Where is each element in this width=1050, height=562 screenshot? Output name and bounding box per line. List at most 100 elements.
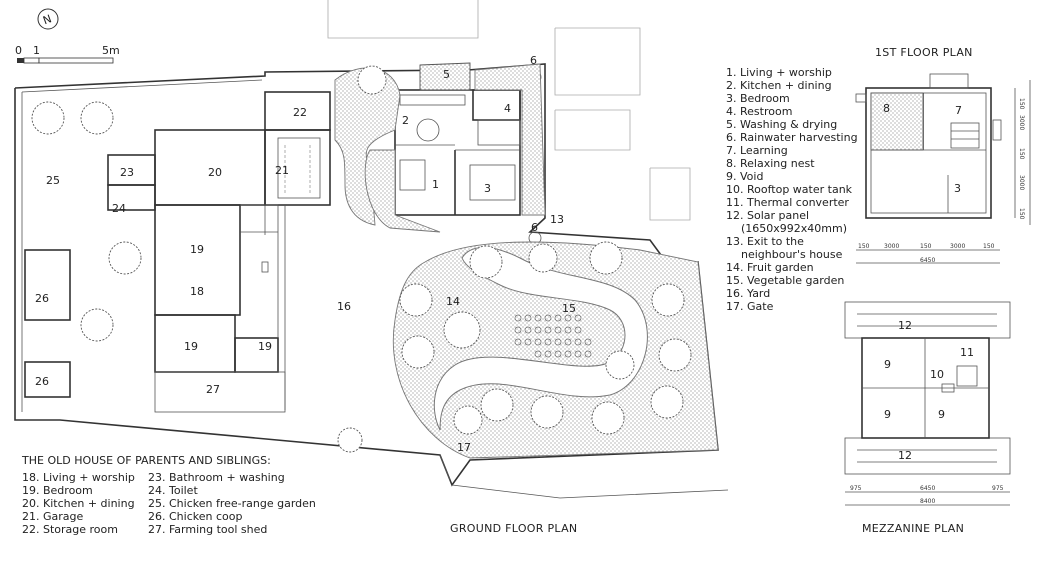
room-23-number: 23: [120, 166, 134, 179]
mezzanine-solar-panel-bottom: 12: [898, 449, 912, 462]
legend-item-5: 5. Washing & drying: [726, 118, 837, 131]
first-floor-dim-2: 3000: [884, 243, 899, 250]
first-floor-room-3: 3: [954, 182, 961, 195]
room-18-number: 18: [190, 285, 204, 298]
first-floor-dim-4: 3000: [950, 243, 965, 250]
first-floor-room-7: 7: [955, 104, 962, 117]
room-15-number: 15: [562, 302, 576, 315]
room-6-number-top: 6: [530, 54, 537, 67]
new-house: [334, 62, 546, 245]
room-19-number-c: 19: [258, 340, 272, 353]
north-label: N: [41, 12, 53, 27]
old-house-item-24: 24. Toilet: [148, 484, 198, 497]
room-2-number: 2: [402, 114, 409, 127]
legend-item-16: 16. Yard: [726, 287, 770, 300]
old-house-item-22: 22. Storage room: [22, 523, 118, 536]
legend-item-6: 6. Rainwater harvesting: [726, 131, 858, 144]
first-floor-side-dim-5: 150: [1018, 208, 1025, 220]
room-21-number: 21: [275, 164, 289, 177]
old-house-item-27: 27. Farming tool shed: [148, 523, 267, 536]
legend-item-9: 9. Void: [726, 170, 763, 183]
first-floor-dim-1: 150: [858, 243, 870, 250]
first-floor-side-dim-2: 3000: [1018, 115, 1025, 130]
room-4-number: 4: [504, 102, 511, 115]
first-floor-side-dim-4: 3000: [1018, 175, 1025, 190]
first-floor-side-dim-3: 150: [1018, 148, 1025, 160]
scale-label-1: 1: [33, 44, 40, 57]
room-25-number: 25: [46, 174, 60, 187]
mezzanine-void-2: 9: [884, 408, 891, 421]
room-19-number-b: 19: [184, 340, 198, 353]
north-arrow-icon: N: [37, 8, 59, 30]
room-3-number: 3: [484, 182, 491, 195]
legend-item-11: 11. Thermal converter: [726, 196, 849, 209]
legend-item-13: 13. Exit to the: [726, 235, 804, 248]
neighbour-outlines: [327, 0, 691, 221]
mezzanine-solar-panel-top: 12: [898, 319, 912, 332]
mezzanine-dim-2: 6450: [920, 485, 935, 492]
legend-item-15: 15. Vegetable garden: [726, 274, 844, 287]
first-floor-room-8: 8: [883, 102, 890, 115]
legend-item-1: 1. Living + worship: [726, 66, 832, 79]
first-floor-dim-5: 150: [983, 243, 995, 250]
old-house: [24, 91, 331, 413]
old-house-item-26: 26. Chicken coop: [148, 510, 242, 523]
room-16-number: 16: [337, 300, 351, 313]
room-5-number: 5: [443, 68, 450, 81]
garden: [392, 241, 719, 459]
legend-item-17: 17. Gate: [726, 300, 774, 313]
mezzanine-void-3: 9: [938, 408, 945, 421]
room-19-number-a: 19: [190, 243, 204, 256]
legend-item-13-detail: neighbour's house: [741, 248, 843, 261]
mezzanine-dim-total: 8400: [920, 498, 935, 505]
old-house-item-21: 21. Garage: [22, 510, 84, 523]
legend-item-4: 4. Restroom: [726, 105, 792, 118]
mezzanine-plan-title: MEZZANINE PLAN: [862, 522, 964, 535]
scale-label-5m: 5m: [102, 44, 120, 57]
tree-symbols: [31, 65, 692, 453]
room-20-number: 20: [208, 166, 222, 179]
old-house-item-25: 25. Chicken free-range garden: [148, 497, 316, 510]
first-floor-dim-3: 150: [920, 243, 932, 250]
old-house-item-19: 19. Bedroom: [22, 484, 93, 497]
legend-item-8: 8. Relaxing nest: [726, 157, 815, 170]
old-house-legend: THE OLD HOUSE OF PARENTS AND SIBLINGS: 1…: [21, 454, 316, 536]
room-24-number: 24: [112, 202, 126, 215]
room-1-number: 1: [432, 178, 439, 191]
old-house-item-20: 20. Kitchen + dining: [22, 497, 135, 510]
scale-label-0: 0: [15, 44, 22, 57]
vegetable-beds: [514, 314, 592, 358]
first-floor-plan: 1ST FLOOR PLAN 8 7 3 150 3000 150 3000 1…: [855, 46, 1031, 264]
room-22-number: 22: [293, 106, 307, 119]
legend-item-3: 3. Bedroom: [726, 92, 790, 105]
first-floor-dim-total: 6450: [920, 257, 935, 264]
mezzanine-dim-1: 975: [850, 485, 862, 492]
first-floor-side-dim-1: 150: [1018, 98, 1025, 110]
room-numbers: 1 2 3 4 5 6 6 13 14 15 16 17 18 19 19 19…: [35, 54, 576, 454]
first-floor-plan-title: 1ST FLOOR PLAN: [875, 46, 973, 59]
room-14-number: 14: [446, 295, 460, 308]
room-26-number-a: 26: [35, 292, 49, 305]
ground-floor-plan-title: GROUND FLOOR PLAN: [450, 522, 577, 535]
mezzanine-water-tank: 10: [930, 368, 944, 381]
room-26-number-b: 26: [35, 375, 49, 388]
main-legend: 1. Living + worship 2. Kitchen + dining …: [726, 66, 858, 313]
room-13-number: 13: [550, 213, 564, 226]
mezzanine-thermal-converter: 11: [960, 346, 974, 359]
legend-item-12-detail: (1650x992x40mm): [741, 222, 847, 235]
legend-item-7: 7. Learning: [726, 144, 788, 157]
mezzanine-plan: MEZZANINE PLAN 12 12 9 9 9 10 11 975 645…: [844, 301, 1011, 535]
old-house-legend-title: THE OLD HOUSE OF PARENTS AND SIBLINGS:: [21, 454, 271, 467]
mezzanine-void-1: 9: [884, 358, 891, 371]
legend-item-2: 2. Kitchen + dining: [726, 79, 832, 92]
mezzanine-dim-3: 975: [992, 485, 1004, 492]
old-house-item-23: 23. Bathroom + washing: [148, 471, 285, 484]
legend-item-12: 12. Solar panel: [726, 209, 809, 222]
old-house-item-18: 18. Living + worship: [22, 471, 135, 484]
legend-item-10: 10. Rooftop water tank: [726, 183, 853, 196]
room-6-number-bottom: 6: [531, 221, 538, 234]
legend-item-14: 14. Fruit garden: [726, 261, 814, 274]
room-17-number: 17: [457, 441, 471, 454]
scale-bar: 0 1 5m: [15, 44, 120, 64]
